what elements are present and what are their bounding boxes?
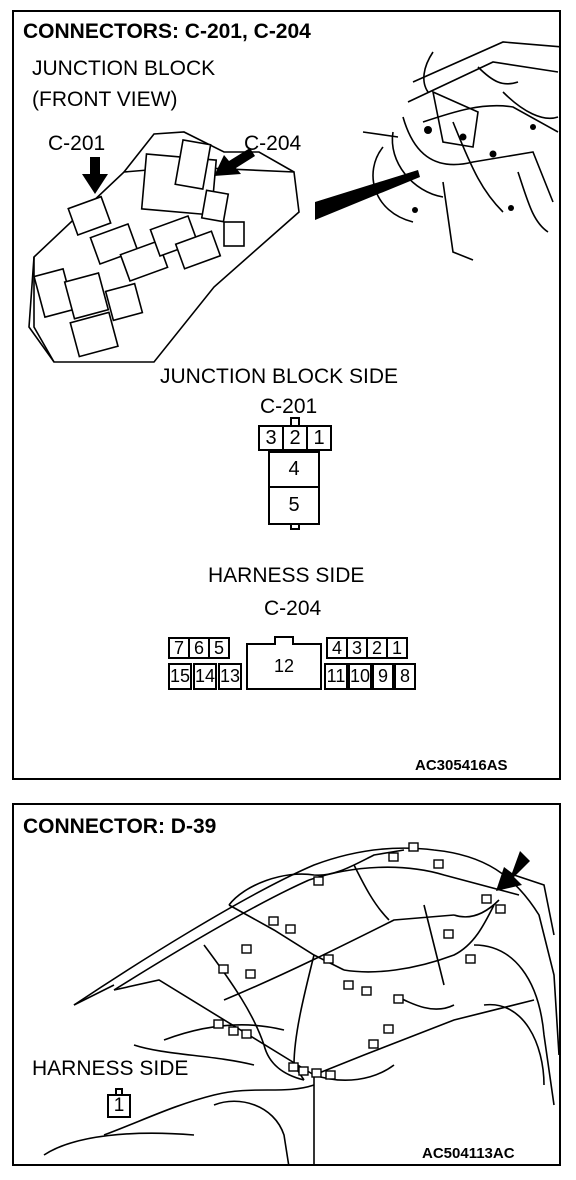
c201-pin: 1: [306, 425, 332, 451]
c204-pin: 7: [168, 637, 190, 659]
c204-pin: 10: [348, 663, 372, 690]
callout-c201: C-201: [48, 132, 106, 155]
c204-pin: 6: [188, 637, 210, 659]
panel-title: CONNECTORS: C-201, C-204: [23, 20, 311, 43]
figure-code: AC504113AC: [422, 1145, 515, 1162]
c204-pin: 3: [346, 637, 368, 659]
c204-pin: 15: [168, 663, 192, 690]
c204-pin: 2: [366, 637, 388, 659]
c201-pin: 5: [268, 486, 320, 525]
panel-connector-d39: CONNECTOR: D-39: [12, 803, 561, 1166]
dash-harness-illustration: [315, 41, 559, 261]
c204-pin: 9: [372, 663, 394, 690]
c201-pin: 3: [258, 425, 284, 451]
callout-c204: C-204: [244, 132, 302, 155]
c201-name: C-201: [260, 395, 318, 418]
c201-key-bottom: [290, 523, 300, 530]
c204-pin: 4: [326, 637, 348, 659]
harness-side-label: HARNESS SIDE: [32, 1057, 189, 1080]
c204-pin: 8: [394, 663, 416, 690]
junction-block-illustration: [28, 131, 300, 363]
panel-title: CONNECTOR: D-39: [23, 815, 217, 838]
figure-code: AC305416AS: [415, 757, 508, 774]
c204-side-label: HARNESS SIDE: [208, 564, 365, 587]
c201-pin: 2: [282, 425, 308, 451]
c204-key: [274, 636, 294, 645]
junction-block-label: JUNCTION BLOCK: [32, 57, 216, 80]
c204-pin-center: 12: [246, 643, 322, 690]
c204-pin: 11: [324, 663, 348, 690]
c204-pin: 14: [193, 663, 217, 690]
c201-pin: 4: [268, 451, 320, 488]
c201-key-top: [290, 417, 300, 425]
d39-pin: 1: [107, 1094, 131, 1118]
front-view-label: (FRONT VIEW): [32, 88, 178, 111]
c204-pin: 1: [386, 637, 408, 659]
c204-pin: 5: [208, 637, 230, 659]
c204-connector: 7 6 5 15 14 13 12 4 3 2 1 11 10 9 8: [168, 628, 424, 700]
vehicle-harness-illustration: [43, 842, 559, 1164]
d39-key: [115, 1088, 123, 1094]
c201-side-label: JUNCTION BLOCK SIDE: [160, 365, 399, 388]
c204-pin: 13: [218, 663, 242, 690]
c204-name: C-204: [264, 597, 322, 620]
panel-connectors-c201-c204: CONNECTORS: C-201, C-204 JUNCTION BLOCK …: [12, 10, 561, 780]
